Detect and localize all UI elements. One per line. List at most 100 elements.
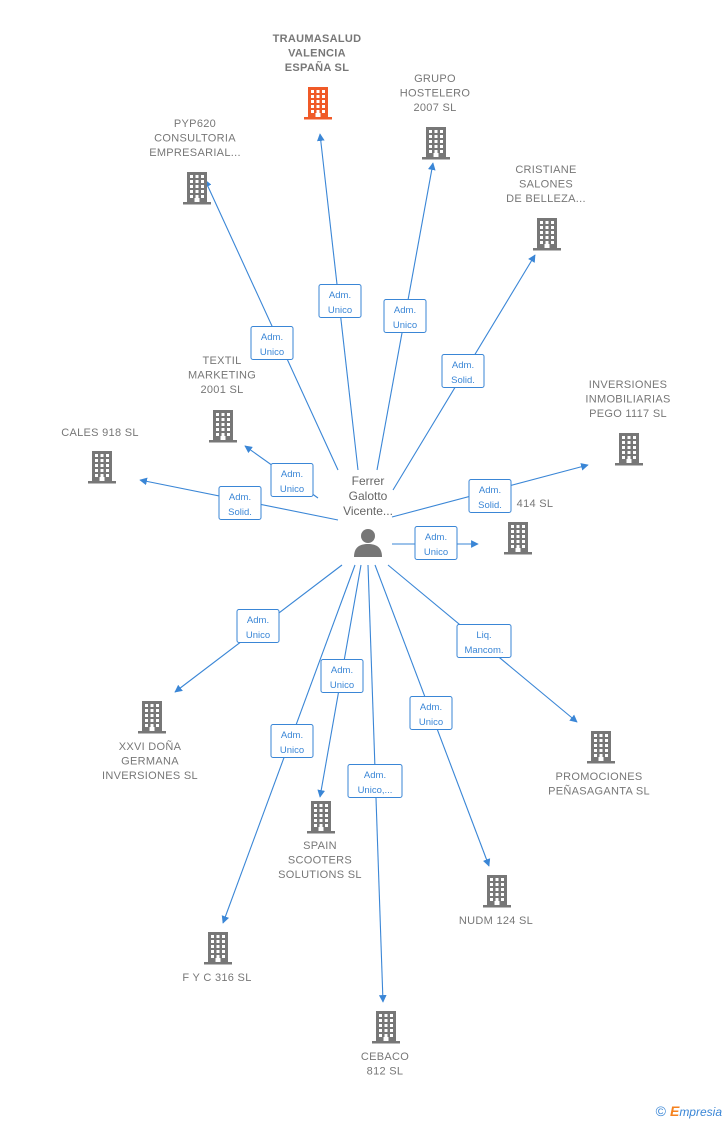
role-text: Adm.: [261, 332, 283, 343]
role-text: Adm.: [331, 665, 353, 676]
company-label-cristiane[interactable]: DE BELLEZA...: [506, 193, 586, 205]
role-text: Adm.: [281, 469, 303, 480]
role-text: Adm.: [329, 290, 351, 301]
role-text: Solid.: [478, 500, 502, 511]
company-label-textil[interactable]: 2001 SL: [200, 384, 243, 396]
company-label-inversiones-pego[interactable]: PEGO 1117 SL: [589, 408, 667, 420]
edges-layer: [139, 133, 589, 1003]
company-label-cebaco[interactable]: 812 SL: [367, 1066, 404, 1078]
company-label-xxvi[interactable]: GERMANA: [121, 756, 179, 768]
company-label-c414[interactable]: 414 SL: [517, 498, 554, 510]
building-icon-spain-scooters[interactable]: [307, 801, 335, 834]
role-text: Adm.: [479, 485, 501, 496]
company-label-grupo-hostelero[interactable]: GRUPO: [414, 73, 456, 85]
copyright-icon: ©: [655, 1103, 666, 1119]
company-label-promociones[interactable]: PEÑASAGANTA SL: [548, 785, 650, 798]
building-icon-inversiones-pego[interactable]: [615, 433, 643, 466]
building-icon-c414[interactable]: [504, 522, 532, 555]
role-text: Unico: [280, 484, 304, 495]
role-text: Unico: [328, 305, 352, 316]
role-text: Unico: [419, 717, 443, 728]
role-badge-nudm[interactable]: Adm. Unico: [409, 696, 453, 730]
person-name-label[interactable]: Vicente...: [343, 504, 393, 518]
company-label-grupo-hostelero[interactable]: 2007 SL: [413, 102, 456, 114]
building-icon-fyc[interactable]: [204, 932, 232, 965]
center-person-node[interactable]: FerrerGalottoVicente...: [343, 474, 393, 557]
company-label-cales[interactable]: CALES 918 SL: [61, 427, 139, 439]
company-label-traumasalud[interactable]: ESPAÑA SL: [285, 61, 349, 74]
company-label-cebaco[interactable]: CEBACO: [361, 1051, 409, 1063]
role-text: Adm.: [425, 532, 447, 543]
building-icon-cales[interactable]: [88, 451, 116, 484]
company-label-traumasalud[interactable]: TRAUMASALUD: [273, 33, 362, 45]
company-label-cristiane[interactable]: SALONES: [519, 179, 573, 191]
company-label-spain-scooters[interactable]: SPAIN: [303, 840, 337, 852]
building-icon-pyp620[interactable]: [183, 172, 211, 205]
company-label-pyp620[interactable]: CONSULTORIA: [154, 133, 236, 145]
role-badge-cebaco[interactable]: Adm. Unico,...: [347, 764, 403, 798]
role-text: Liq.: [476, 630, 491, 641]
role-badge-traumasalud[interactable]: Adm. Unico: [318, 284, 362, 318]
edge-pyp620: [204, 179, 339, 471]
role-text: Unico,...: [358, 785, 393, 796]
role-text: Unico: [246, 630, 270, 641]
company-label-promociones[interactable]: PROMOCIONES: [555, 771, 642, 783]
building-icon-promociones[interactable]: [587, 731, 615, 764]
role-text: Adm.: [364, 770, 386, 781]
company-label-fyc[interactable]: F Y C 316 SL: [182, 972, 251, 984]
role-badge-textil[interactable]: Adm. Unico: [270, 463, 314, 497]
role-text: Adm.: [281, 730, 303, 741]
role-text: Adm.: [229, 492, 251, 503]
role-text: Unico: [424, 547, 448, 558]
role-badge-pyp620[interactable]: Adm. Unico: [250, 326, 294, 360]
role-text: Adm.: [452, 360, 474, 371]
building-icon-cebaco[interactable]: [372, 1011, 400, 1044]
role-text: Unico: [330, 680, 354, 691]
company-label-cristiane[interactable]: CRISTIANE: [515, 164, 576, 176]
role-text: Mancom.: [464, 645, 503, 656]
role-badge-fyc[interactable]: Adm.Unico: [270, 724, 314, 758]
role-badge-xxvi[interactable]: Adm. Unico: [236, 609, 280, 643]
role-badge-promociones[interactable]: Liq. Mancom.: [456, 624, 512, 658]
building-icon-cristiane[interactable]: [533, 218, 561, 251]
company-label-pyp620[interactable]: PYP620: [174, 118, 216, 130]
company-label-xxvi[interactable]: INVERSIONES SL: [102, 770, 198, 782]
company-label-textil[interactable]: MARKETING: [188, 370, 256, 382]
role-text: Solid.: [228, 507, 252, 518]
role-text: Adm.: [394, 305, 416, 316]
building-icon-traumasalud[interactable]: [304, 87, 332, 120]
person-name-label[interactable]: Galotto: [349, 489, 388, 503]
building-icon-xxvi[interactable]: [138, 701, 166, 734]
role-text: Solid.: [451, 375, 475, 386]
role-text: Adm.: [420, 702, 442, 713]
company-label-inversiones-pego[interactable]: INMOBILIARIAS: [585, 394, 670, 406]
role-badge-cales[interactable]: Adm. Solid.: [218, 486, 262, 520]
company-label-traumasalud[interactable]: VALENCIA: [288, 48, 346, 60]
building-icon-grupo-hostelero[interactable]: [422, 127, 450, 160]
brand-logo[interactable]: Empresia: [669, 1103, 722, 1119]
company-label-nudm[interactable]: NUDM 124 SL: [459, 915, 533, 927]
company-label-grupo-hostelero[interactable]: HOSTELERO: [400, 88, 471, 100]
footer-brand: © Empresia: [656, 1103, 722, 1119]
role-badge-inversiones-pego[interactable]: Adm. Solid.: [468, 479, 512, 513]
role-text: Unico: [260, 347, 284, 358]
role-badge-cristiane[interactable]: Adm. Solid.: [441, 354, 485, 388]
role-text: Unico: [393, 320, 417, 331]
person-name-label[interactable]: Ferrer: [352, 474, 385, 488]
company-label-xxvi[interactable]: XXVI DOÑA: [119, 740, 182, 753]
building-icon-nudm[interactable]: [483, 875, 511, 908]
company-label-textil[interactable]: TEXTIL: [202, 355, 241, 367]
role-badge-c414[interactable]: Adm. Unico: [414, 526, 458, 560]
role-badge-spain-scooters[interactable]: Adm. Unico: [320, 659, 364, 693]
role-text: Adm.: [247, 615, 269, 626]
company-label-spain-scooters[interactable]: SOLUTIONS SL: [278, 869, 362, 881]
person-icon[interactable]: [354, 529, 382, 557]
company-label-spain-scooters[interactable]: SCOOTERS: [288, 855, 352, 867]
company-label-pyp620[interactable]: EMPRESARIAL...: [149, 147, 241, 159]
role-badge-grupo-hostelero[interactable]: Adm. Unico: [383, 299, 427, 333]
building-icon-textil[interactable]: [209, 410, 237, 443]
company-label-inversiones-pego[interactable]: INVERSIONES: [589, 379, 668, 391]
